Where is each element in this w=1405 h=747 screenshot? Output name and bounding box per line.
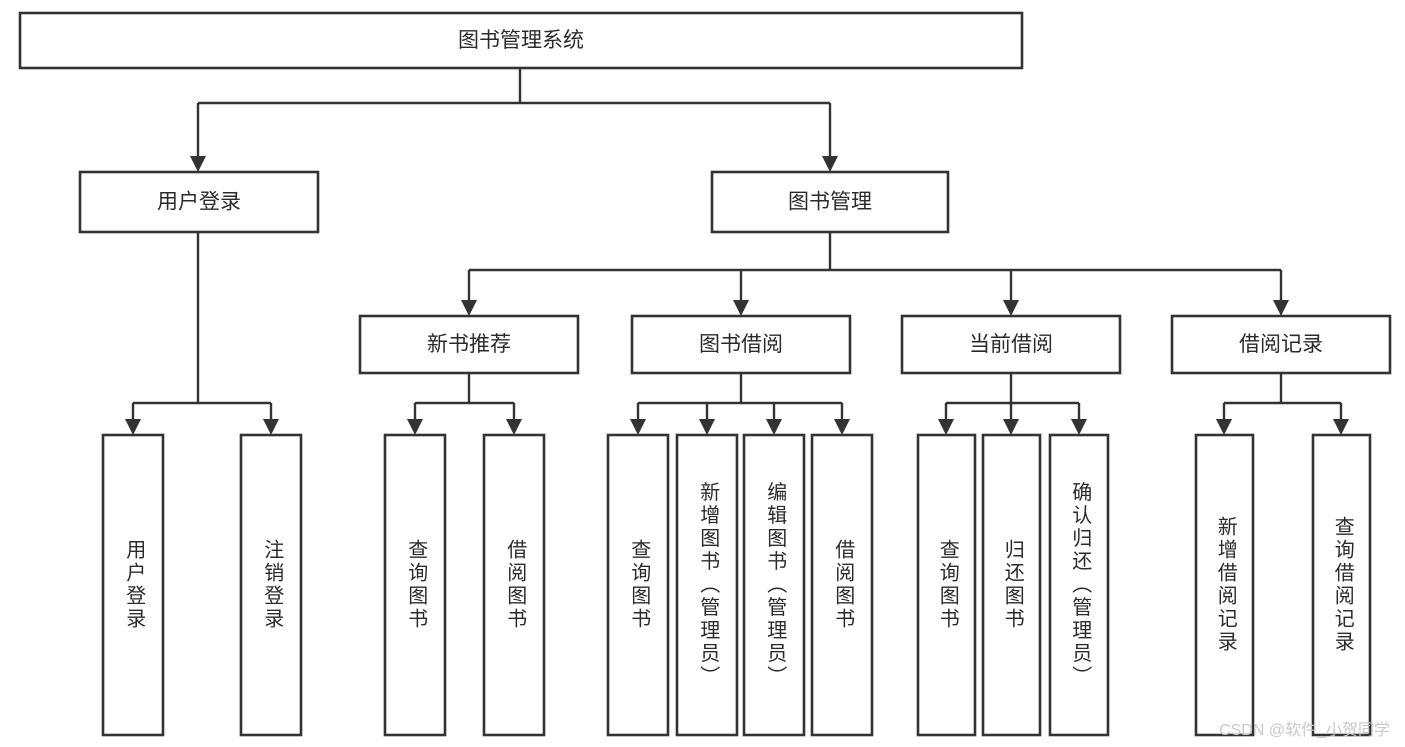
level2-node-label: 当前借阅 [969,333,1053,356]
arrow-head-icon [407,419,423,435]
level1-node-box [78,170,320,234]
level2-node-box [1170,314,1392,375]
root-node-label: 图书管理系统 [458,29,584,52]
node-leaf-query-book-recommend[interactable]: 查询图书 [383,433,447,737]
leaf-node-label: 查询图书 [936,539,959,631]
level1-node-label: 用户登录 [157,191,241,214]
arrow-head-icon [733,300,749,316]
node-leaf-confirm-return-admin[interactable]: 确认归还（管理员） [1048,433,1110,737]
leaf-node-label: 借阅图书 [832,539,855,631]
arrow-head-icon [766,419,782,435]
level1-node-box [710,170,950,234]
leaf-node-box [981,433,1042,737]
node-leaf-borrow-book-recommend[interactable]: 借阅图书 [482,433,546,737]
leaf-node-box [383,433,447,737]
level2-node-box [358,314,580,375]
leaf-node-box [606,433,670,737]
leaf-node-box [742,433,806,737]
leaf-node-label: 确认归还（管理员） [1069,481,1092,688]
arrow-head-icon [190,156,206,172]
arrow-head-icon [699,419,715,435]
node-book-manage[interactable]: 图书管理 [710,170,950,234]
node-current-borrow[interactable]: 当前借阅 [900,314,1122,375]
level2-node-label: 图书借阅 [699,333,783,356]
node-leaf-edit-book-admin[interactable]: 编辑图书（管理员） [742,433,806,737]
node-leaf-query-borrow-record[interactable]: 查询借阅记录 [1311,433,1372,737]
leaf-node-box [1311,433,1372,737]
leaf-node-box [916,433,977,737]
arrow-head-icon [630,419,646,435]
leaf-node-box [810,433,874,737]
leaf-node-box [1194,433,1255,737]
node-leaf-query-book-borrow[interactable]: 查询图书 [606,433,670,737]
arrow-head-icon [125,419,141,435]
arrow-head-icon [1071,419,1087,435]
node-leaf-user-login[interactable]: 用户登录 [101,433,165,737]
arrow-head-icon [1003,419,1019,435]
leaf-node-label: 归还图书 [1001,539,1024,631]
arrow-head-icon [1333,419,1349,435]
arrow-head-icon [506,419,522,435]
arrow-head-icon [1003,300,1019,316]
leaf-node-label: 用户登录 [123,539,146,631]
arrow-head-icon [263,419,279,435]
node-borrow-record[interactable]: 借阅记录 [1170,314,1392,375]
leaf-node-box [101,433,165,737]
connector-layer [125,68,1349,435]
leaf-node-label: 查询图书 [405,539,428,631]
leaf-node-label: 查询图书 [628,539,651,631]
node-root[interactable]: 图书管理系统 [18,11,1024,70]
leaf-node-box [482,433,546,737]
level2-node-box [630,314,852,375]
node-new-book-recommend[interactable]: 新书推荐 [358,314,580,375]
leaf-node-label: 新增图书（管理员） [697,481,720,688]
level1-node-label: 图书管理 [788,191,872,214]
leaf-node-label: 编辑图书（管理员） [764,481,787,688]
arrow-head-icon [1273,300,1289,316]
leaf-node-label: 查询借阅记录 [1331,516,1354,654]
arrow-head-icon [1216,419,1232,435]
node-user-login[interactable]: 用户登录 [78,170,320,234]
level2-node-label: 新书推荐 [427,333,511,356]
node-leaf-return-book[interactable]: 归还图书 [981,433,1042,737]
node-leaf-query-book-current[interactable]: 查询图书 [916,433,977,737]
leaf-node-box [1048,433,1110,737]
node-leaf-add-book-admin[interactable]: 新增图书（管理员） [675,433,739,737]
leaf-node-box [239,433,303,737]
arrow-head-icon [834,419,850,435]
node-leaf-user-logout[interactable]: 注销登录 [239,433,303,737]
leaf-node-box [675,433,739,737]
leaf-node-label: 借阅图书 [504,539,527,631]
arrow-head-icon [461,300,477,316]
leaf-node-label: 新增借阅记录 [1214,516,1237,654]
level2-node-box [900,314,1122,375]
arrow-head-icon [822,156,838,172]
leaf-node-label: 注销登录 [261,539,284,631]
root-node-box [18,11,1024,70]
watermark-label: CSDN @软件_小贺同学 [1219,721,1390,739]
node-layer: 图书管理系统用户登录图书管理新书推荐图书借阅当前借阅借阅记录用户登录注销登录查询… [18,11,1392,737]
node-leaf-borrow-book[interactable]: 借阅图书 [810,433,874,737]
level2-node-label: 借阅记录 [1239,333,1323,356]
node-book-borrow[interactable]: 图书借阅 [630,314,852,375]
arrow-head-icon [938,419,954,435]
node-leaf-add-borrow-record[interactable]: 新增借阅记录 [1194,433,1255,737]
